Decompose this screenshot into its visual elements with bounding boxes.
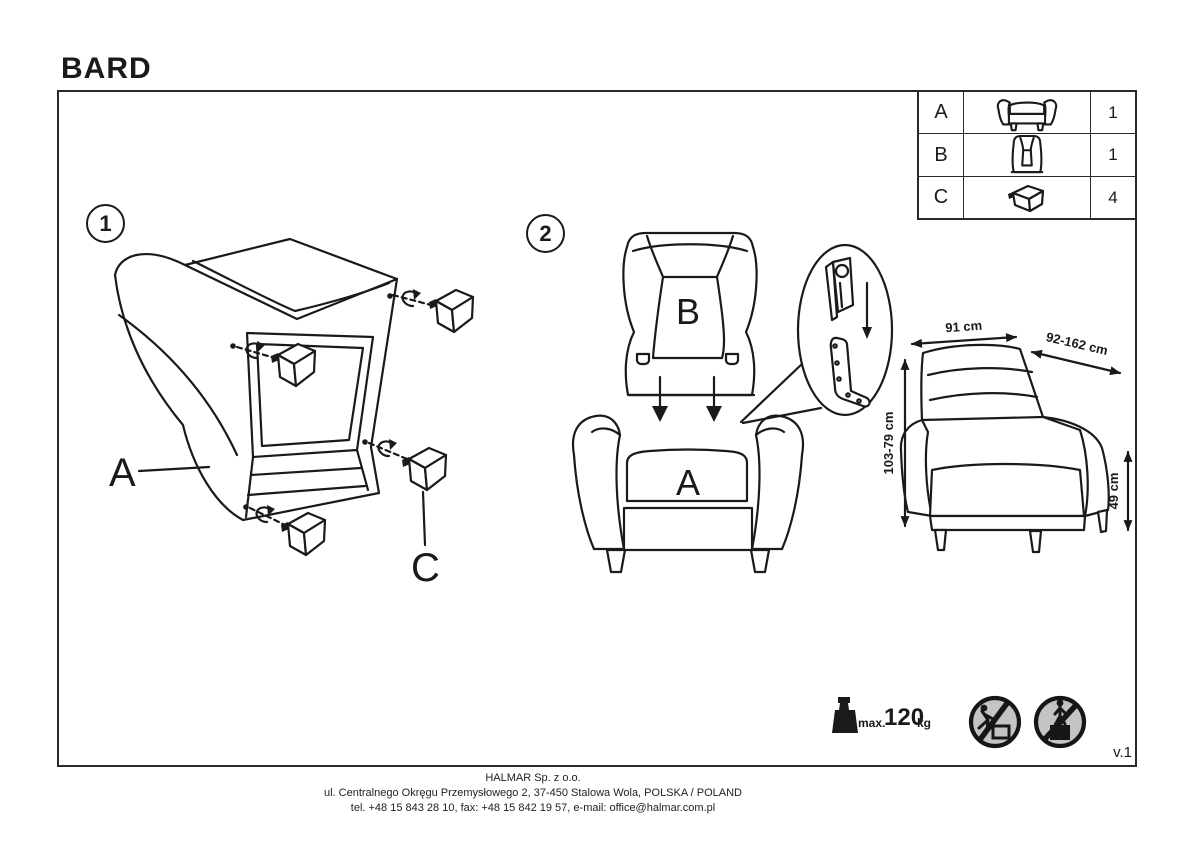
diagram-border <box>57 90 1137 767</box>
seat-height-dimension: 49 cm <box>1106 473 1121 510</box>
part-qty: 1 <box>1108 102 1118 122</box>
table-row: B 1 <box>919 134 1135 177</box>
step-2-number: 2 <box>526 214 565 253</box>
footer-contact: tel. +48 15 843 28 10, fax: +48 15 842 1… <box>350 802 716 814</box>
footer-address: ul. Centralnego Okręgu Przemysłowego 2, … <box>323 787 742 799</box>
footer: HALMAR Sp. z o.o. ul. Centralnego Okręgu… <box>0 771 1066 816</box>
step-2-body-label: A <box>676 462 700 503</box>
weight-icon <box>832 697 858 733</box>
footer-company: HALMAR Sp. z o.o. <box>485 772 581 784</box>
part-letter: A <box>919 92 964 133</box>
depth-dimension: 92-162 cm <box>1045 329 1110 358</box>
parts-table: A 1 B 1 <box>917 90 1137 220</box>
step-2-assembly-view: B A <box>571 231 894 574</box>
width-dimension: 91 cm <box>945 318 983 336</box>
bracket-detail <box>824 256 872 408</box>
backrest-icon <box>964 134 1091 176</box>
page-title: BARD <box>61 52 152 85</box>
part-qty: 4 <box>1108 187 1118 207</box>
height-dimension: 103-79 cm <box>881 412 896 475</box>
step-2-backrest-label: B <box>676 291 700 332</box>
step-1-number: 1 <box>86 204 125 243</box>
step-1-leg-label: C <box>411 546 440 590</box>
step-1-exploded-view: A C <box>109 237 475 590</box>
no-standing-icon <box>1033 695 1087 749</box>
dimensions-drawing: 91 cm 92-162 cm 103-79 cm 49 cm <box>881 318 1133 554</box>
no-climbing-icon <box>968 695 1022 749</box>
version-label: v.1 <box>1113 744 1132 761</box>
part-letter: C <box>919 177 964 218</box>
part-letter: B <box>919 134 964 176</box>
leg-icon <box>964 177 1091 218</box>
armchair-base-icon <box>964 92 1091 133</box>
weight-limit-unit: kg <box>917 716 932 730</box>
weight-limit-prefix: max. <box>858 716 886 730</box>
part-qty: 1 <box>1108 145 1118 164</box>
weight-limit-value: 120 <box>884 704 925 731</box>
table-row: A 1 <box>919 92 1135 134</box>
table-row: C 4 <box>919 177 1135 218</box>
step-1-body-label: A <box>109 451 136 495</box>
